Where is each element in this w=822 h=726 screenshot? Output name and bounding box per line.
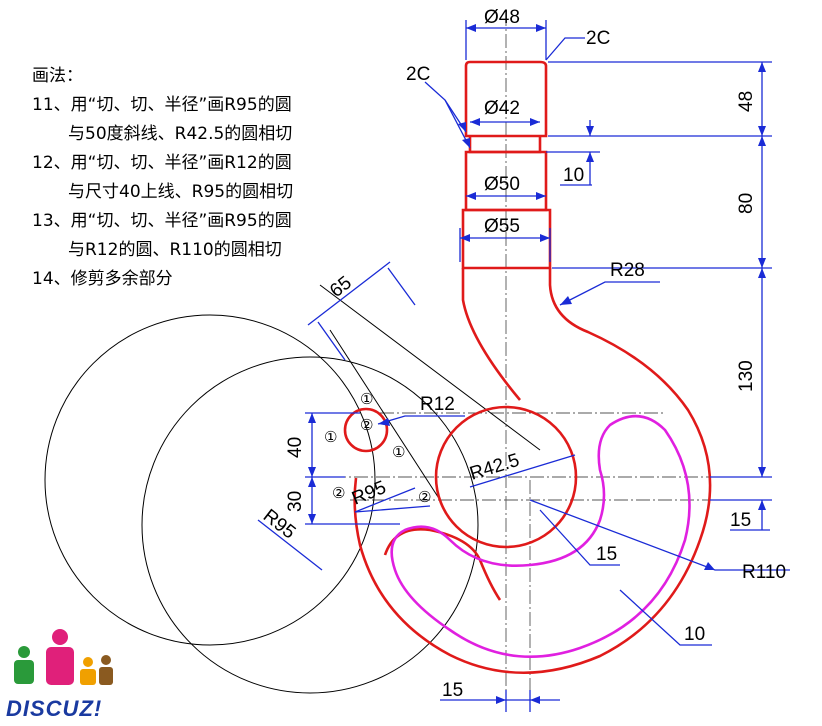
note-step-11-line2: 与50度斜线、R42.5的圆相切 [68, 124, 293, 144]
dim-d42: Ø42 [484, 98, 520, 119]
dimension-labels: Ø48 2C 2C Ø42 Ø50 Ø55 10 R28 R12 R110 15… [259, 7, 786, 701]
marker-2-a: ② [360, 416, 373, 434]
shank-neck [468, 136, 542, 154]
dim-h15-bottom: 15 [442, 680, 463, 701]
dim-w15-mid: 15 [596, 544, 617, 565]
notes-title: 画法： [32, 66, 83, 86]
dim-v30: 30 [285, 491, 306, 512]
discuz-logo: DISCUZ! [6, 696, 103, 721]
construction-circle-r95-left [44, 314, 376, 646]
dim-v40: 40 [285, 437, 306, 458]
r12-circle [343, 407, 389, 453]
inner-contour [390, 414, 691, 658]
construction-circle-r95-lower [141, 356, 479, 694]
marker-2-c: ② [418, 488, 431, 506]
hook-body [353, 268, 712, 674]
shank-top [464, 60, 548, 138]
note-step-13-line1: 13、用“切、切、半径”画R95的圆 [32, 211, 292, 231]
step-markers: ① ① ① ② ② ② [324, 390, 431, 506]
discuz-logo-figures [14, 629, 113, 685]
r42-5-circle [434, 405, 578, 549]
center-lines [310, 12, 770, 712]
dim-d65: 65 [326, 272, 356, 302]
note-step-14-line1: 14、修剪多余部分 [32, 269, 173, 289]
dim-d50: Ø50 [484, 174, 520, 195]
hook-tip [383, 527, 502, 601]
dim-len10: 10 [563, 165, 584, 186]
note-step-12-line1: 12、用“切、切、半径”画R12的圆 [32, 153, 292, 173]
inner-offset-path [390, 414, 691, 658]
dim-r12: R12 [420, 394, 455, 415]
dim-chamfer-left: 2C [406, 64, 430, 85]
marker-2-b: ② [332, 484, 345, 502]
slope-line-50deg [319, 284, 541, 451]
dim-d55: Ø55 [484, 216, 520, 237]
arrowheads [308, 24, 766, 704]
marker-1-c: ① [392, 443, 405, 461]
dim-w10-low: 10 [684, 624, 705, 645]
dim-len48: 48 [736, 91, 757, 112]
note-step-13-line2: 与R12的圆、R110的圆相切 [68, 240, 282, 260]
note-step-12-line2: 与尺寸40上线、R95的圆相切 [68, 182, 294, 202]
drawing-notes: 画法： 11、用“切、切、半径”画R95的圆 与50度斜线、R42.5的圆相切 … [32, 62, 293, 294]
dim-len130: 130 [736, 360, 757, 392]
marker-1-a: ① [360, 390, 373, 408]
dim-v15-right: 15 [730, 510, 751, 531]
construction-circles [44, 284, 541, 694]
hook-left-branch [461, 268, 521, 401]
note-step-11-line1: 11、用“切、切、半径”画R95的圆 [32, 95, 292, 115]
dim-d48: Ø48 [484, 7, 520, 28]
dim-r28: R28 [610, 260, 645, 281]
dimension-lines [257, 20, 790, 712]
dim-chamfer-top: 2C [586, 28, 610, 49]
slope-line-parallel [329, 329, 441, 501]
marker-1-b: ① [324, 428, 337, 446]
dim-len80: 80 [736, 193, 757, 214]
dim-r110: R110 [742, 562, 786, 583]
